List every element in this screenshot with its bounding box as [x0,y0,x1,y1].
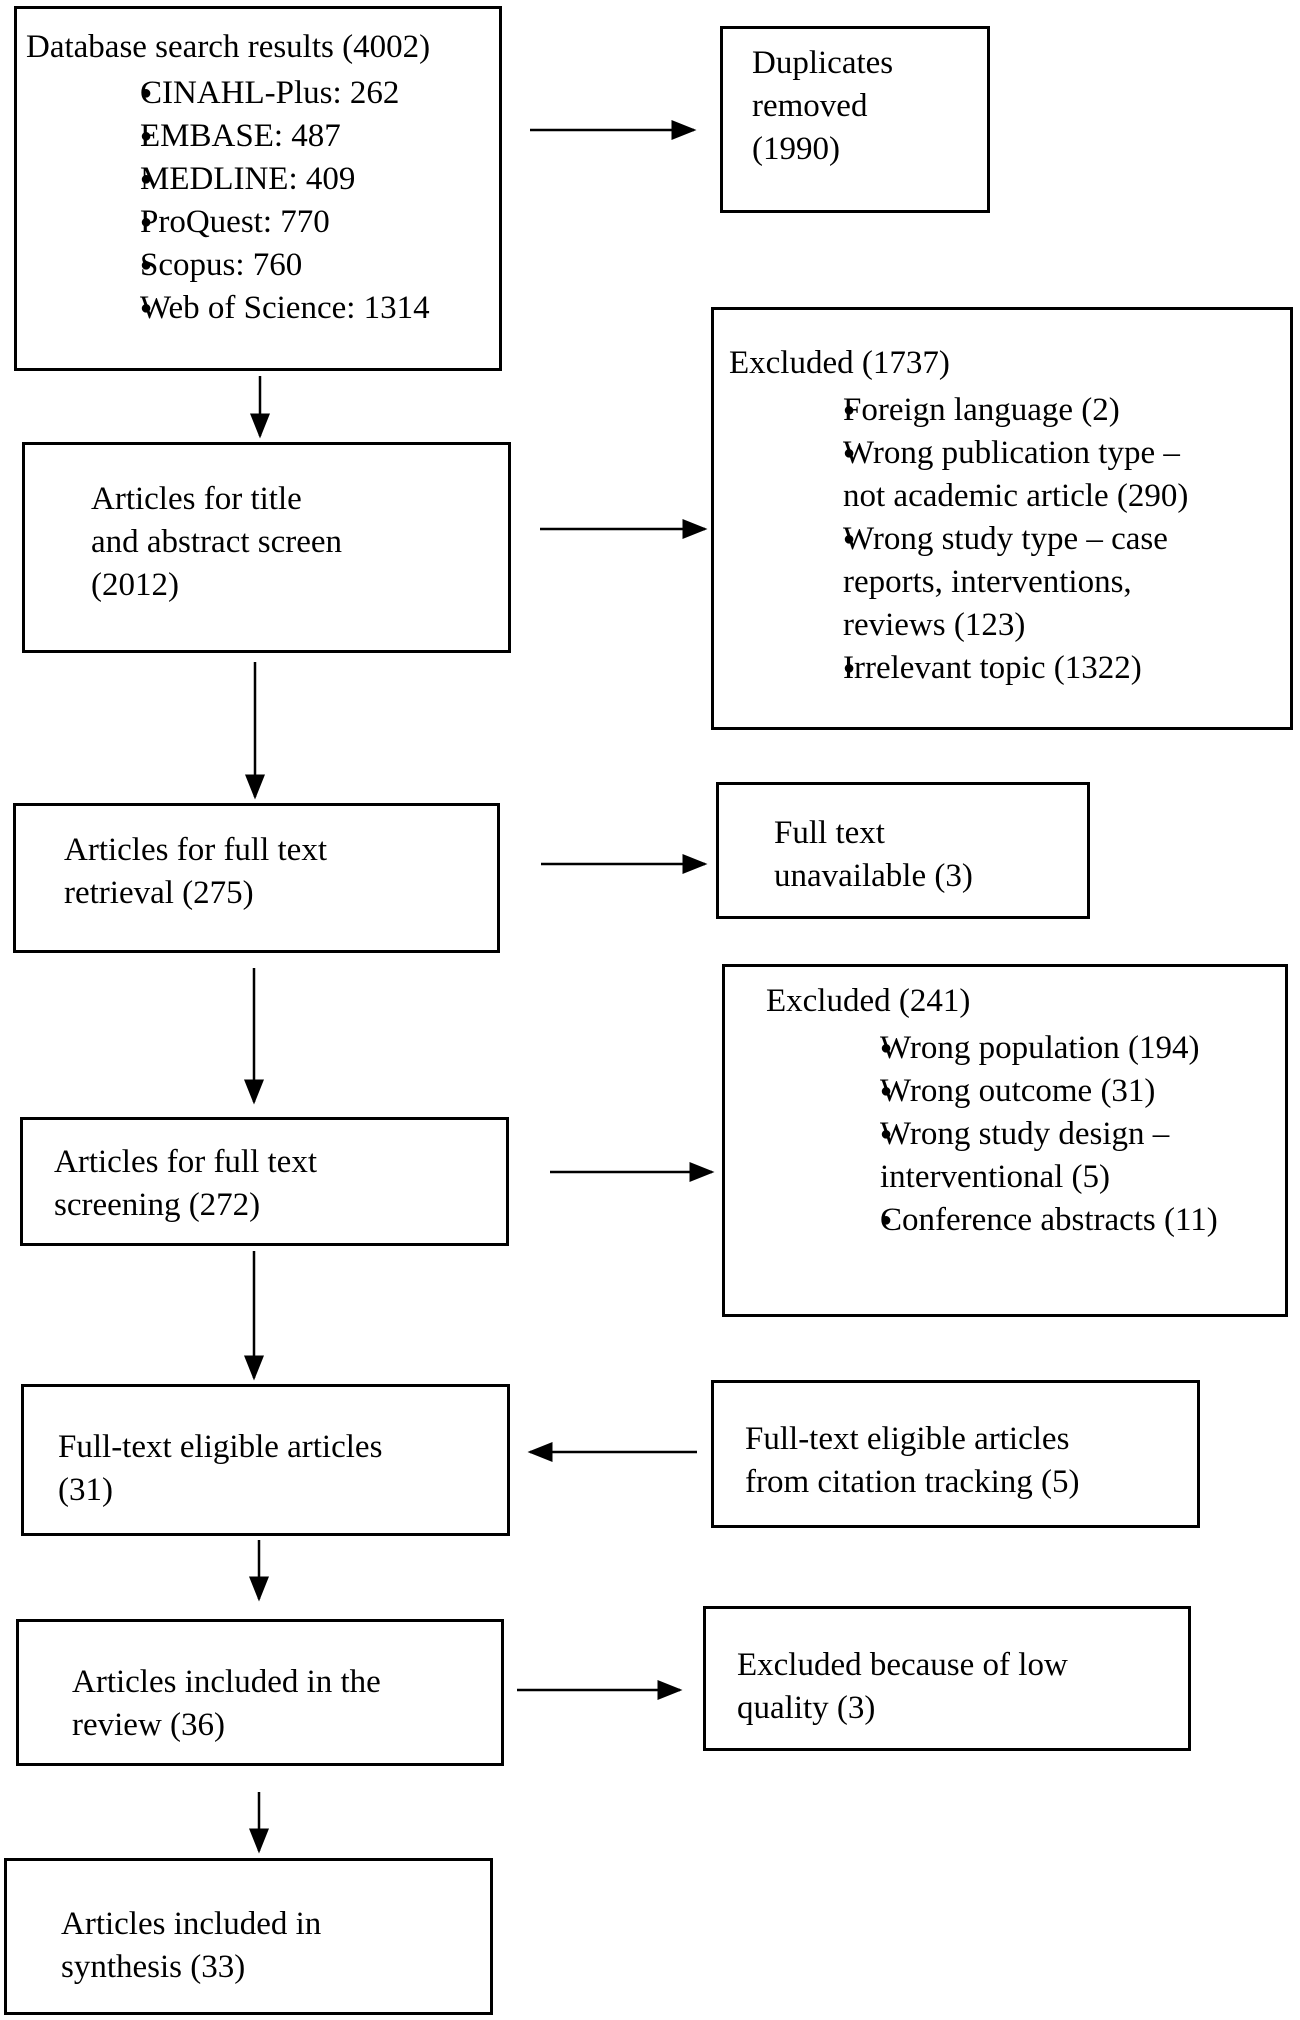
eligible-articles-text: Full-text eligible articles (31) [58,1429,383,1508]
full-text-retrieval-box [13,803,500,953]
title-abstract-screen-box [22,442,511,653]
duplicates-removed-box [720,26,990,213]
included-review-box [16,1619,504,1766]
citation-tracking-text: Full-text eligible articles from citatio… [745,1421,1080,1500]
full-text-screening-text: Articles for full text screening (272) [54,1144,318,1223]
exclusion-reason: Conference abstracts (11) [822,1199,1218,1242]
database-item: CINAHL-Plus: 262 [82,72,430,115]
citation-tracking-box [711,1380,1200,1528]
full-text-retrieval-text: Articles for full text retrieval (275) [64,832,328,911]
database-item: MEDLINE: 409 [82,158,430,201]
exclusion-reason: Wrong population (194) [822,1027,1218,1070]
low-quality-box [703,1606,1191,1751]
excluded-full-text-title: Excluded (241) [766,983,971,1019]
exclusion-reason: Wrong publication type –not academic art… [785,432,1188,518]
database-search-title: Database search results (4002) [26,29,431,65]
exclusion-reason: Foreign language (2) [785,389,1188,432]
duplicates-removed-text: Duplicates removed (1990) [752,45,894,167]
database-item: ProQuest: 770 [82,201,430,244]
exclusion-reason: Wrong outcome (31) [822,1070,1218,1113]
full-text-unavailable-box [716,782,1090,919]
included-synthesis-box [4,1858,493,2015]
title-abstract-screen-text: Articles for title and abstract screen (… [91,481,343,603]
excluded-screening-list: Foreign language (2) Wrong publication t… [785,389,1188,690]
included-review-text: Articles included in the review (36) [72,1664,381,1743]
included-synthesis-text: Articles included in synthesis (33) [61,1906,322,1985]
database-search-list: CINAHL-Plus: 262 EMBASE: 487 MEDLINE: 40… [82,72,430,330]
full-text-screening-box [20,1117,509,1246]
database-item: Web of Science: 1314 [82,287,430,330]
database-item: EMBASE: 487 [82,115,430,158]
eligible-articles-box [21,1384,510,1536]
full-text-unavailable-text: Full text unavailable (3) [774,815,973,894]
exclusion-reason: Wrong study design –interventional (5) [822,1113,1218,1199]
exclusion-reason: Irrelevant topic (1322) [785,647,1188,690]
low-quality-text: Excluded because of low quality (3) [737,1647,1068,1726]
excluded-screening-title: Excluded (1737) [729,345,950,381]
excluded-full-text-list: Wrong population (194) Wrong outcome (31… [822,1027,1218,1242]
database-item: Scopus: 760 [82,244,430,287]
